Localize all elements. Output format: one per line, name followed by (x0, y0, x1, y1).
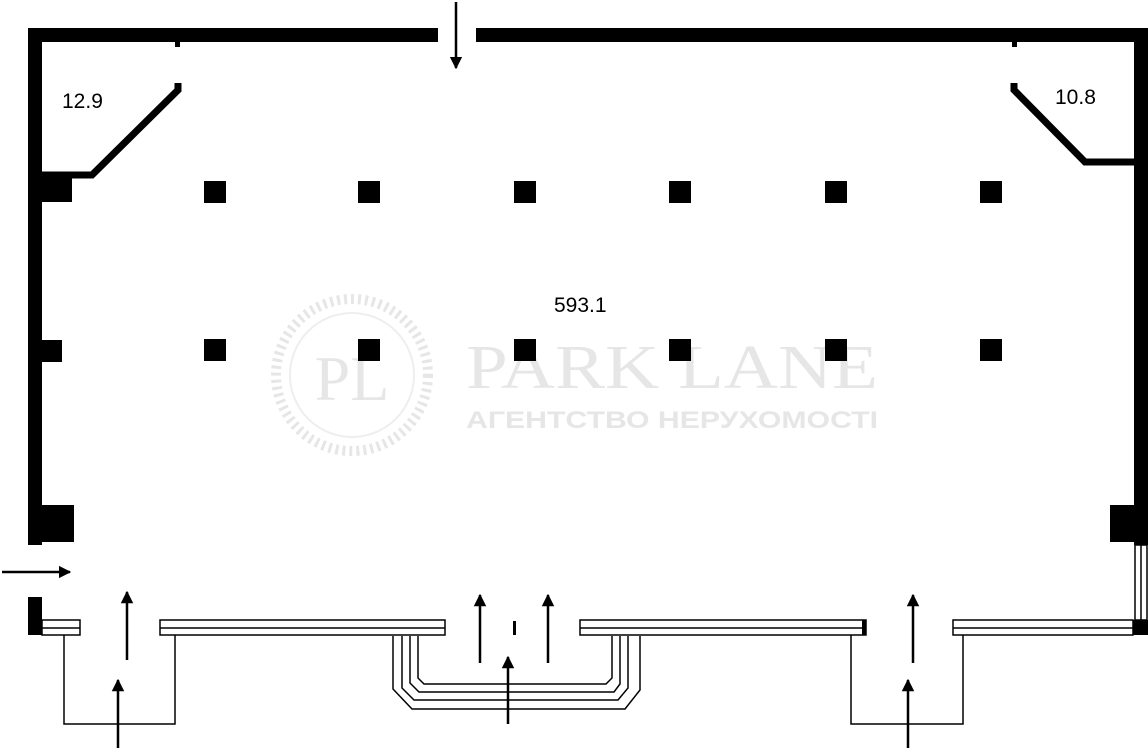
pilaster (1110, 505, 1134, 542)
stair-step (417, 636, 613, 685)
column (204, 181, 226, 203)
room-area-label: 12.9 (62, 90, 103, 113)
walls (28, 28, 1148, 635)
watermark: PL PARK LANE АГЕНТСТВО НЕРУХОМОСТІ (271, 294, 878, 456)
columns (204, 181, 1002, 361)
column (204, 339, 226, 361)
window-jamb (862, 620, 866, 635)
room-area-label: 10.8 (1055, 86, 1096, 109)
entry-arrows (2, 2, 920, 748)
stair-step (392, 636, 641, 710)
entrances (63, 635, 964, 725)
left-wall (28, 28, 42, 545)
top-wall-left (28, 28, 438, 42)
partition-left (42, 83, 182, 179)
right-wall (1134, 28, 1148, 545)
column (514, 339, 536, 361)
partition-right (1010, 83, 1134, 166)
vestibule-left (63, 635, 176, 725)
column (980, 339, 1002, 361)
watermark-ring (289, 312, 415, 438)
column (980, 181, 1002, 203)
pilaster (42, 340, 62, 362)
watermark-wreath (271, 294, 433, 456)
windows (41, 544, 1148, 636)
column (358, 181, 380, 203)
pilaster (42, 505, 74, 542)
door-tick (513, 621, 516, 635)
column (669, 181, 691, 203)
stair-step (401, 636, 629, 701)
left-wall-lower (28, 597, 42, 635)
right-wall-corner (1132, 620, 1148, 635)
stair-step (409, 636, 621, 693)
column (825, 181, 847, 203)
column (669, 339, 691, 361)
top-wall-right (476, 28, 1148, 42)
column (825, 339, 847, 361)
column (358, 339, 380, 361)
wall-tick (175, 42, 180, 47)
column (514, 181, 536, 203)
watermark-tagline: АГЕНТСТВО НЕРУХОМОСТІ (466, 407, 878, 434)
wall-tick (1012, 42, 1017, 47)
room-area-label: 593.1 (554, 294, 607, 317)
